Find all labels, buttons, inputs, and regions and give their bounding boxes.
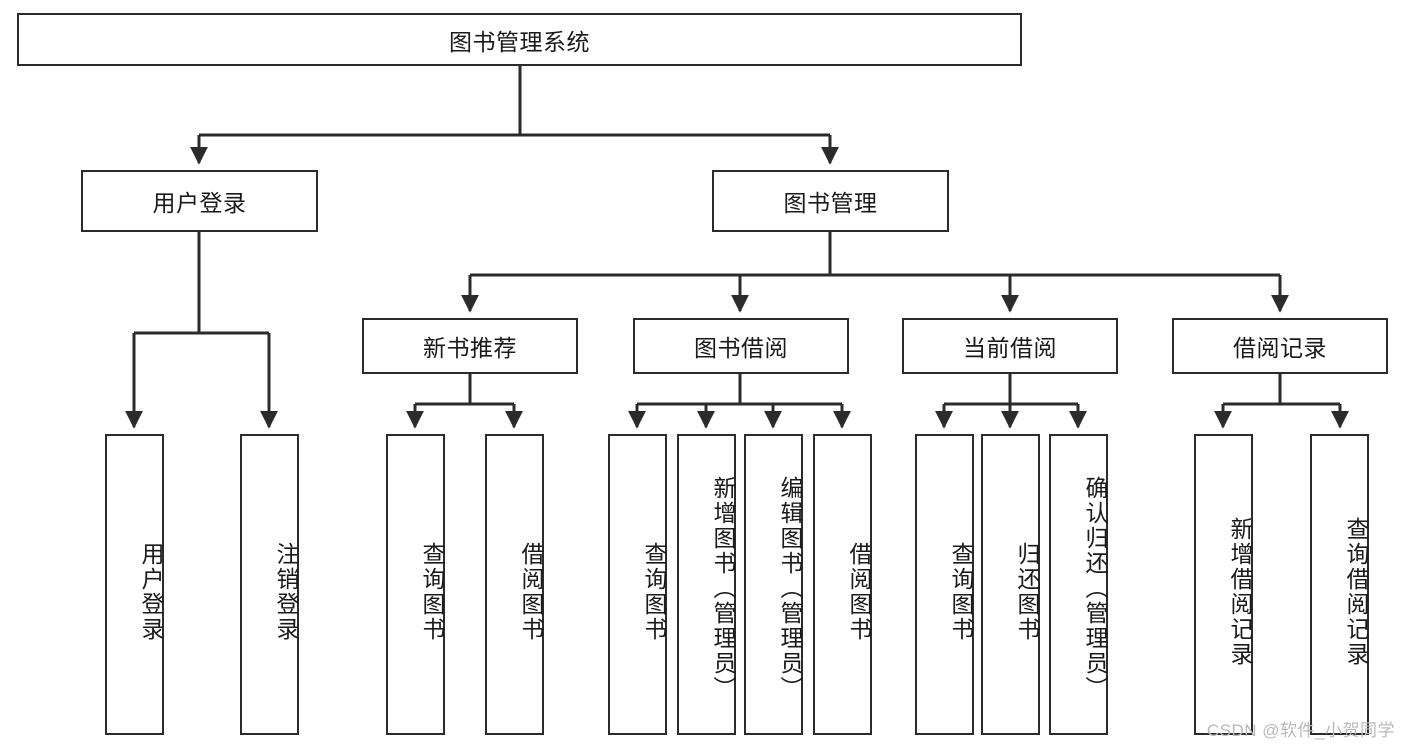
leaf-user-login[interactable]: 用户登录 — [105, 434, 164, 735]
leaf-confirm-return-admin[interactable]: 确认归还（管理员） — [1049, 434, 1108, 735]
leaf-add-borrow-record[interactable]: 新增借阅记录 — [1194, 434, 1253, 735]
node-current-borrow[interactable]: 当前借阅 — [902, 318, 1118, 374]
leaf-query-book-1-label: 查询图书 — [419, 541, 445, 642]
leaf-borrow-book-1[interactable]: 借阅图书 — [485, 434, 544, 735]
node-user-login-label: 用户登录 — [152, 190, 247, 216]
leaf-logout-login[interactable]: 注销登录 — [240, 434, 299, 735]
leaf-add-book-admin[interactable]: 新增图书（管理员） — [677, 434, 736, 735]
leaf-query-book-2[interactable]: 查询图书 — [608, 434, 667, 735]
node-borrow-record[interactable]: 借阅记录 — [1172, 318, 1388, 374]
leaf-edit-book-admin-label: 编辑图书（管理员） — [777, 476, 803, 701]
leaf-borrow-book-1-label: 借阅图书 — [518, 541, 544, 642]
leaf-borrow-book-2-label: 借阅图书 — [846, 541, 872, 642]
leaf-user-login-label: 用户登录 — [138, 541, 164, 642]
node-user-login[interactable]: 用户登录 — [81, 170, 318, 232]
node-book-manage-label: 图书管理 — [783, 190, 878, 216]
node-current-borrow-label: 当前借阅 — [963, 335, 1057, 361]
leaf-add-borrow-record-label: 新增借阅记录 — [1227, 516, 1253, 667]
leaf-logout-login-label: 注销登录 — [273, 541, 299, 642]
leaf-query-borrow-record-label: 查询借阅记录 — [1343, 516, 1369, 667]
node-new-book-recommend-label: 新书推荐 — [423, 335, 517, 361]
leaf-query-borrow-record[interactable]: 查询借阅记录 — [1310, 434, 1369, 735]
leaf-query-book-3-label: 查询图书 — [948, 541, 974, 642]
node-new-book-recommend[interactable]: 新书推荐 — [362, 318, 578, 374]
leaf-return-book[interactable]: 归还图书 — [981, 434, 1040, 735]
node-book-borrow[interactable]: 图书借阅 — [633, 318, 849, 374]
leaf-query-book-2-label: 查询图书 — [641, 541, 667, 642]
csdn-watermark: CSDN @软件_小贺同学 — [1206, 721, 1395, 740]
leaf-edit-book-admin[interactable]: 编辑图书（管理员） — [744, 434, 803, 735]
node-borrow-record-label: 借阅记录 — [1233, 335, 1327, 361]
node-root[interactable]: 图书管理系统 — [17, 13, 1022, 66]
leaf-confirm-return-admin-label: 确认归还（管理员） — [1082, 476, 1108, 701]
node-root-label: 图书管理系统 — [449, 28, 590, 55]
leaf-query-book-3[interactable]: 查询图书 — [915, 434, 974, 735]
leaf-borrow-book-2[interactable]: 借阅图书 — [813, 434, 872, 735]
node-book-manage[interactable]: 图书管理 — [712, 170, 949, 232]
leaf-add-book-admin-label: 新增图书（管理员） — [710, 476, 736, 701]
node-book-borrow-label: 图书借阅 — [694, 335, 788, 361]
leaf-query-book-1[interactable]: 查询图书 — [386, 434, 445, 735]
leaf-return-book-label: 归还图书 — [1014, 541, 1040, 642]
